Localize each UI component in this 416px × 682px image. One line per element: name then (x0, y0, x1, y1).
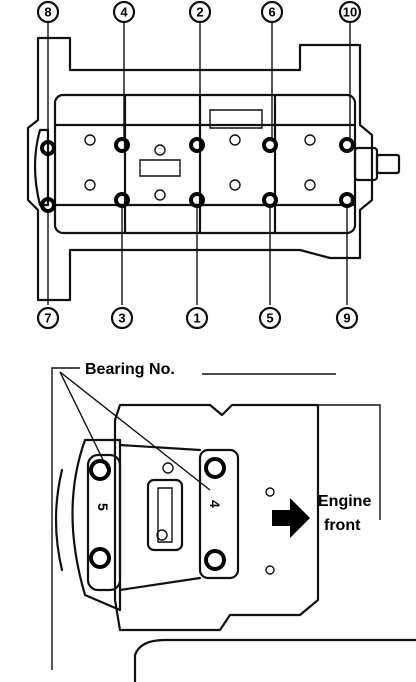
bolt-label-6: 6 (268, 5, 275, 20)
bearing-cap-detail: Bearing No. 5 4 En (51, 361, 416, 682)
bearing-bolts (40, 137, 355, 213)
bolt-label-4: 4 (120, 5, 128, 20)
bolt-labels-bottom: 7 3 1 5 9 (36, 306, 359, 330)
engine-front-label-line2: front (324, 517, 361, 534)
bolt-label-2: 2 (196, 5, 203, 20)
bottom-leader-lines (47, 206, 348, 305)
cap-number-5: 5 (95, 503, 111, 511)
crankcase-top-view (26, 36, 401, 302)
cap-number-4: 4 (207, 500, 223, 508)
top-leader-lines (47, 22, 351, 142)
engine-front-arrow-icon (272, 498, 310, 538)
bolt-label-10: 10 (343, 5, 357, 20)
bolt-label-5: 5 (266, 311, 273, 326)
bolt-label-9: 9 (343, 311, 350, 326)
engine-front-label-line1: Engine (318, 493, 371, 510)
bolt-label-8: 8 (44, 5, 51, 20)
bolt-label-3: 3 (118, 311, 125, 326)
bearing-number-label: Bearing No. (85, 361, 175, 378)
bolt-label-7: 7 (44, 311, 51, 326)
bolt-labels-top: 8 4 2 6 10 (36, 0, 362, 24)
bolt-label-1: 1 (193, 311, 200, 326)
